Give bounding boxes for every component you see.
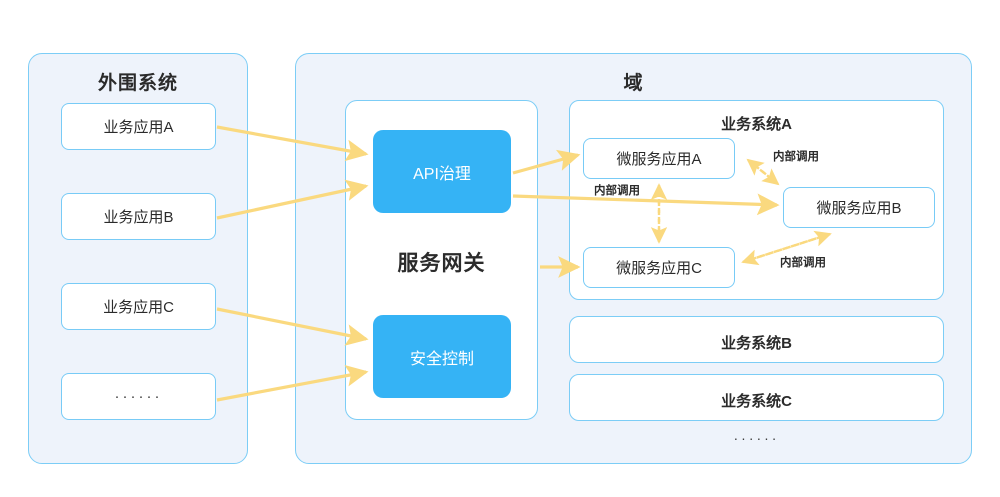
api-governance-module[interactable]: API治理 [373,130,511,213]
business-app-a-box[interactable]: 业务应用A [61,103,216,150]
business-app-more-label: ······ [114,388,163,405]
edge-label-gateway-to-b: 内部调用 [594,185,640,197]
business-app-c-box[interactable]: 业务应用C [61,283,216,330]
api-governance-label: API治理 [413,165,471,183]
business-system-c-title: 业务系统C [721,393,792,410]
business-app-b-box[interactable]: 业务应用B [61,193,216,240]
service-gateway-title: 服务网关 [397,252,486,275]
microservice-app-c-label: 微服务应用C [616,260,702,277]
microservice-app-a-box[interactable]: 微服务应用A [583,138,735,179]
business-system-a-title: 业务系统A [721,116,792,133]
panel-peripheral-systems-title: 外围系统 [97,73,178,94]
edge-label-a-to-b: 内部调用 [773,151,819,163]
business-app-a-label: 业务应用A [103,119,174,136]
microservice-app-b-box[interactable]: 微服务应用B [783,187,935,228]
business-app-b-label: 业务应用B [103,209,174,226]
panel-domain-title: 域 [623,73,644,94]
business-system-c-card[interactable]: 业务系统C [569,374,944,421]
security-control-label: 安全控制 [409,350,474,368]
business-system-b-title: 业务系统B [721,335,792,352]
business-system-b-card[interactable]: 业务系统B [569,316,944,363]
security-control-module[interactable]: 安全控制 [373,315,511,398]
edge-label-b-to-c: 内部调用 [780,257,826,269]
business-app-more-box[interactable]: ······ [61,373,216,420]
microservice-app-b-label: 微服务应用B [816,200,902,217]
business-system-more-dots: ······ [733,430,780,446]
microservice-app-a-label: 微服务应用A [616,151,702,168]
microservice-app-c-box[interactable]: 微服务应用C [583,247,735,288]
business-app-c-label: 业务应用C [103,299,174,316]
